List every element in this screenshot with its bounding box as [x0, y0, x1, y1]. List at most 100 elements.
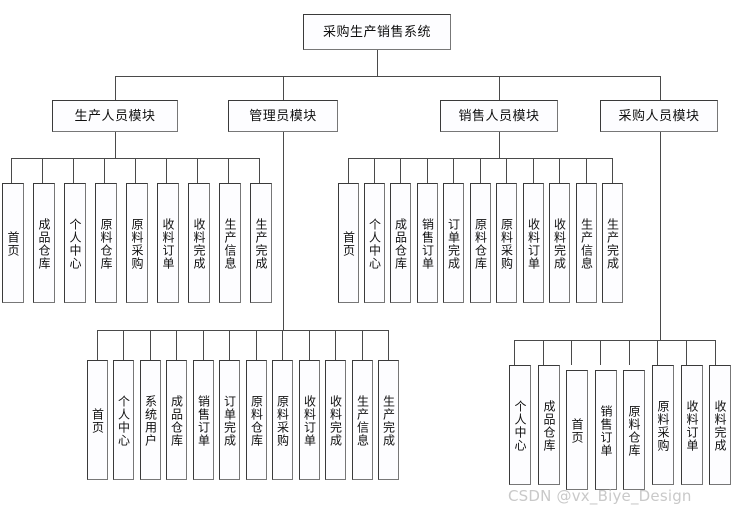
module-label-sales: 销售人员模块 [458, 108, 540, 124]
leaf-label: 收料完成 [192, 218, 206, 270]
leaf-node-admin[interactable]: 原料采购 [272, 360, 293, 480]
connector-purchasing-drop [543, 340, 544, 365]
leaf-label: 生产完成 [605, 218, 620, 270]
connector-root-to-admin [283, 76, 284, 102]
leaf-node-admin[interactable]: 原料仓库 [246, 360, 267, 480]
connector-production-stem [115, 132, 116, 158]
leaf-node-purchasing[interactable]: 首页 [566, 370, 588, 490]
leaf-node-purchasing[interactable]: 收料订单 [681, 365, 703, 485]
module-label-production: 生产人员模块 [74, 108, 156, 124]
connector-production-drop [42, 158, 43, 183]
connector-purchasing-drop [600, 340, 601, 365]
connector-production-drop [166, 158, 167, 183]
leaf-node-production[interactable]: 生产信息 [219, 183, 241, 303]
leaf-label: 原料仓库 [249, 395, 264, 447]
connector-root-to-production [115, 76, 116, 102]
leaf-node-purchasing[interactable]: 成品仓库 [538, 365, 560, 485]
module-node-production[interactable]: 生产人员模块 [52, 100, 178, 132]
leaf-label: 销售订单 [196, 395, 211, 447]
leaf-label: 收料订单 [302, 395, 317, 447]
leaf-node-sales[interactable]: 原料仓库 [470, 183, 491, 303]
root-node[interactable]: 采购生产销售系统 [303, 14, 451, 50]
leaf-label: 生产完成 [254, 218, 268, 270]
connector-sales-drop [586, 158, 587, 183]
leaf-node-sales[interactable]: 收料完成 [549, 183, 570, 303]
leaf-node-production[interactable]: 成品仓库 [33, 183, 55, 303]
leaf-node-sales[interactable]: 订单完成 [443, 183, 464, 303]
leaf-node-purchasing[interactable]: 销售订单 [595, 370, 617, 490]
leaf-node-sales[interactable]: 原料采购 [496, 183, 517, 303]
leaf-label: 原料采购 [130, 218, 144, 270]
leaf-node-purchasing[interactable]: 原料采购 [652, 365, 674, 485]
leaf-node-admin[interactable]: 收料订单 [299, 360, 320, 480]
connector-sales-stem [499, 132, 500, 158]
leaf-node-admin[interactable]: 收料完成 [325, 360, 346, 480]
leaf-node-production[interactable]: 首页 [2, 183, 24, 303]
leaf-node-admin[interactable]: 销售订单 [193, 360, 214, 480]
connector-production-drop [228, 158, 229, 183]
leaf-node-purchasing[interactable]: 原料仓库 [623, 370, 645, 490]
leaf-node-production[interactable]: 个人中心 [64, 183, 86, 303]
leaf-label: 系统用户 [143, 395, 158, 447]
connector-production-drop [73, 158, 74, 183]
connector-admin-drop [123, 330, 124, 360]
leaf-node-sales[interactable]: 首页 [338, 183, 359, 303]
leaf-node-admin[interactable]: 生产完成 [378, 360, 399, 480]
leaf-label: 收料订单 [161, 218, 175, 270]
connector-purchasing-drop [514, 340, 515, 365]
connector-admin-drop [388, 330, 389, 360]
leaf-node-production[interactable]: 收料完成 [188, 183, 210, 303]
leaf-node-admin[interactable]: 首页 [87, 360, 108, 480]
connector-sales-drop [559, 158, 560, 183]
connector-admin-stem [283, 132, 284, 330]
leaf-node-purchasing[interactable]: 收料完成 [709, 365, 731, 485]
leaf-node-sales[interactable]: 收料订单 [523, 183, 544, 303]
leaf-node-admin[interactable]: 系统用户 [140, 360, 161, 480]
leaf-node-production[interactable]: 原料仓库 [95, 183, 117, 303]
connector-root-stem [377, 50, 378, 76]
leaf-label: 销售订单 [420, 218, 435, 270]
leaf-label: 个人中心 [513, 400, 527, 452]
leaf-label: 生产完成 [381, 395, 396, 447]
leaf-label: 收料完成 [552, 218, 567, 270]
leaf-label: 订单完成 [446, 218, 461, 270]
connector-admin-bus [97, 330, 388, 331]
module-label-admin: 管理员模块 [249, 108, 317, 124]
leaf-label: 成品仓库 [393, 218, 408, 270]
leaf-label: 生产信息 [223, 218, 237, 270]
leaf-node-sales[interactable]: 成品仓库 [390, 183, 411, 303]
connector-admin-drop [256, 330, 257, 360]
connector-sales-drop [348, 158, 349, 183]
leaf-label: 原料仓库 [473, 218, 488, 270]
leaf-label: 个人中心 [68, 218, 82, 270]
module-node-admin[interactable]: 管理员模块 [228, 100, 338, 132]
connector-admin-drop [97, 330, 98, 360]
module-node-purchasing[interactable]: 采购人员模块 [600, 100, 718, 132]
leaf-node-sales[interactable]: 生产完成 [602, 183, 623, 303]
root-node-label: 采购生产销售系统 [322, 24, 431, 40]
leaf-node-admin[interactable]: 生产信息 [352, 360, 373, 480]
leaf-node-purchasing[interactable]: 个人中心 [509, 365, 531, 485]
connector-production-drop [11, 158, 12, 183]
leaf-label: 生产信息 [579, 218, 594, 270]
leaf-node-production[interactable]: 收料订单 [157, 183, 179, 303]
connector-production-drop [259, 158, 260, 183]
module-node-sales[interactable]: 销售人员模块 [440, 100, 558, 132]
leaf-node-admin[interactable]: 成品仓库 [166, 360, 187, 480]
connector-admin-drop [335, 330, 336, 360]
connector-admin-drop [229, 330, 230, 360]
leaf-node-admin[interactable]: 订单完成 [219, 360, 240, 480]
connector-sales-drop [612, 158, 613, 183]
leaf-label: 个人中心 [116, 395, 131, 447]
leaf-node-sales[interactable]: 个人中心 [364, 183, 385, 303]
leaf-node-sales[interactable]: 销售订单 [417, 183, 438, 303]
leaf-label: 成品仓库 [542, 400, 556, 452]
leaf-node-production[interactable]: 生产完成 [250, 183, 272, 303]
leaf-node-sales[interactable]: 生产信息 [576, 183, 597, 303]
leaf-label: 原料采购 [499, 218, 514, 270]
connector-purchasing-bus [514, 340, 715, 341]
leaf-node-production[interactable]: 原料采购 [126, 183, 148, 303]
leaf-node-admin[interactable]: 个人中心 [113, 360, 134, 480]
connector-admin-drop [362, 330, 363, 360]
